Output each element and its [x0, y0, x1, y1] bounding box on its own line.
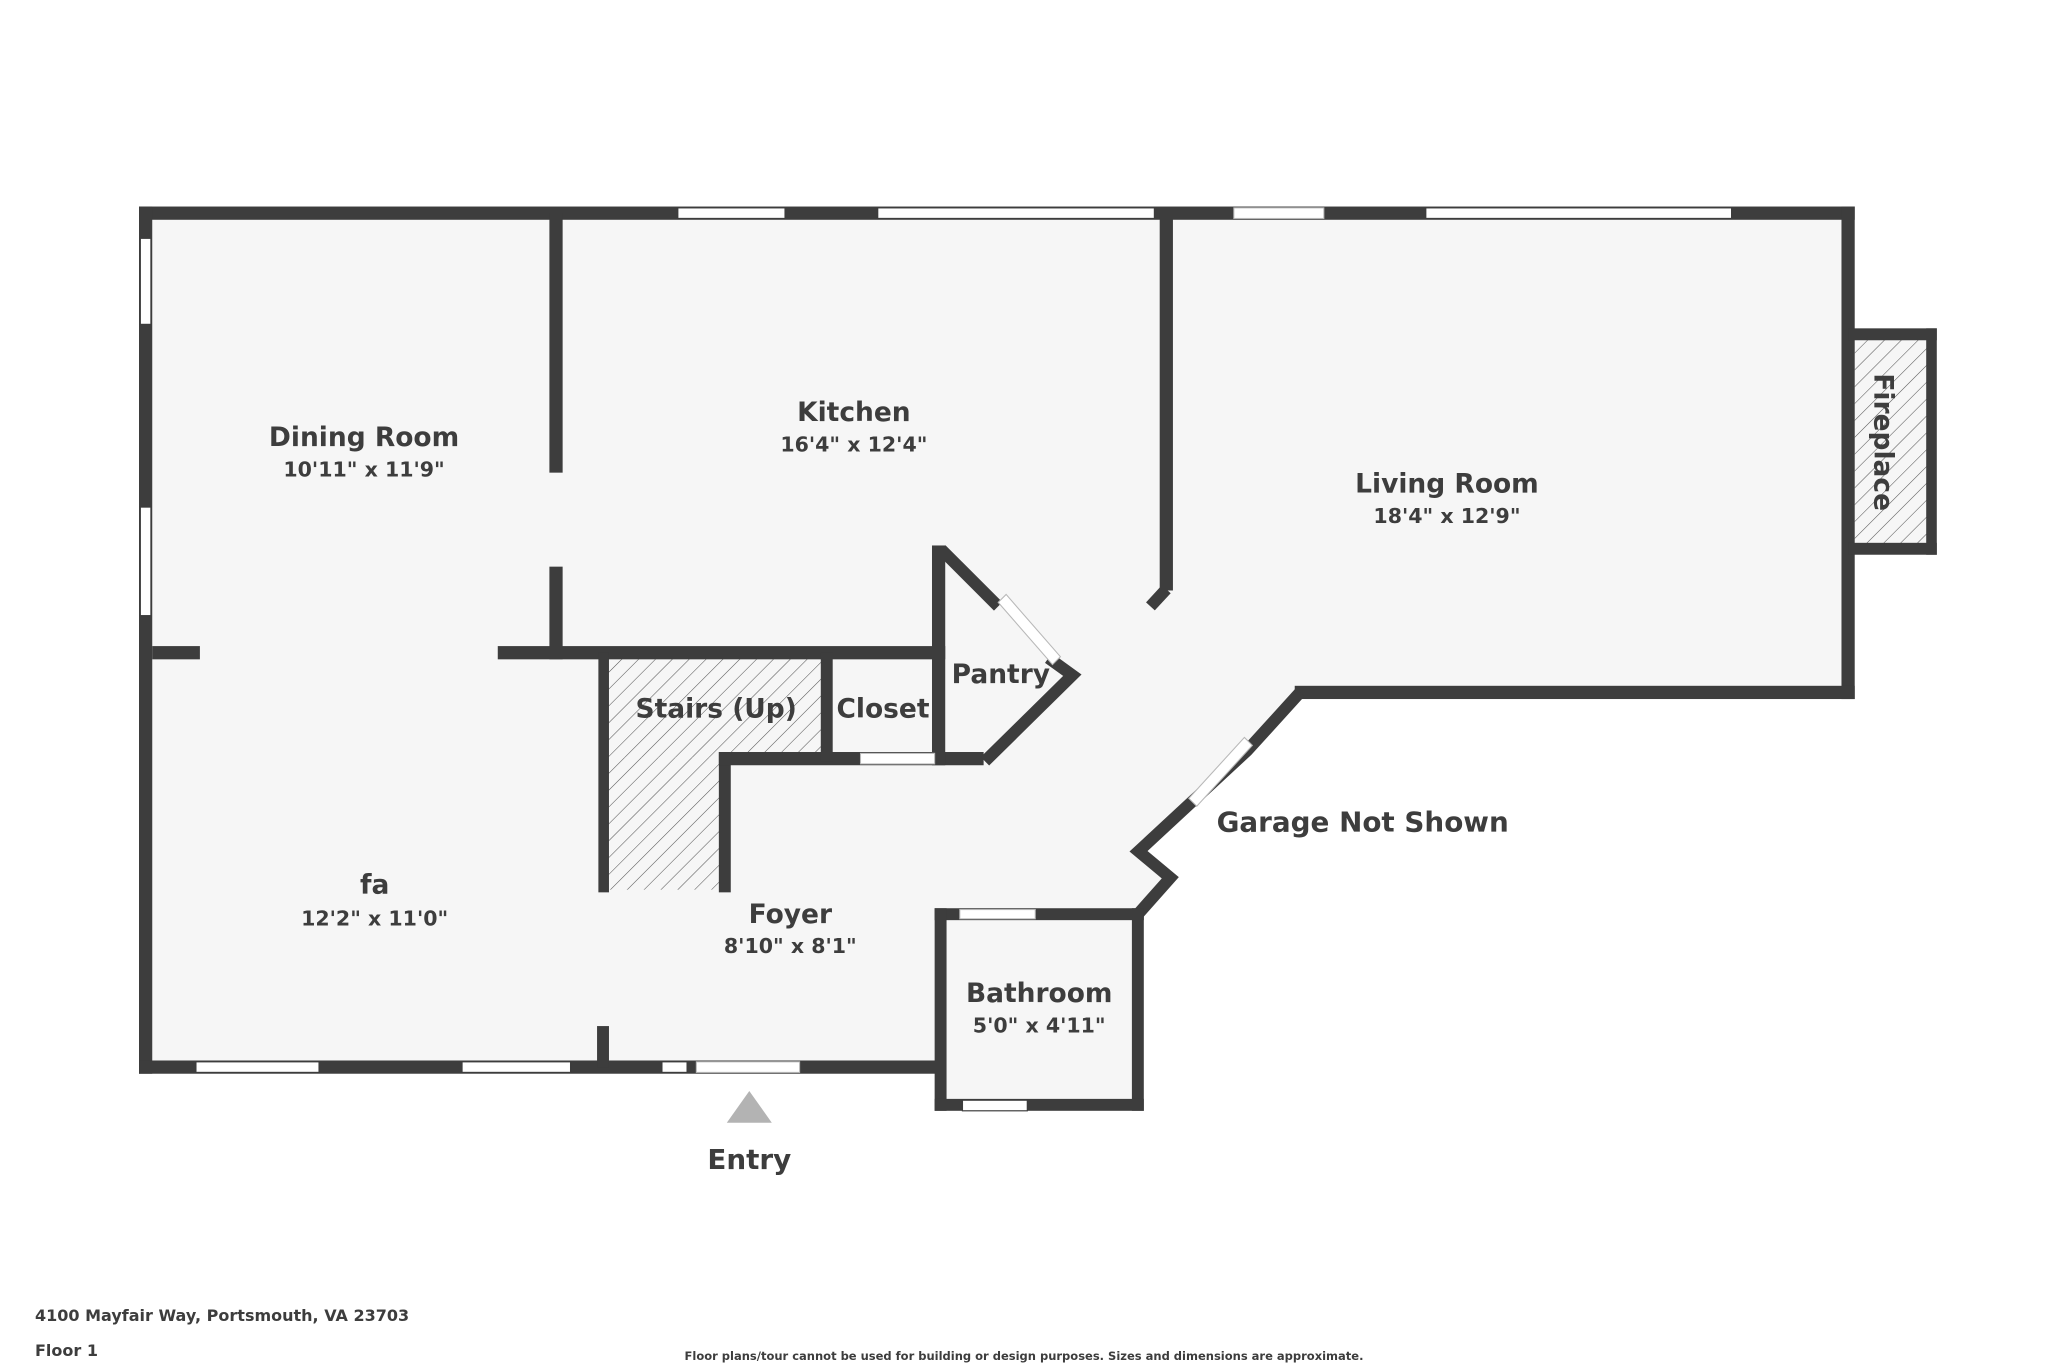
foyer-dims: 8'10" x 8'1" [724, 934, 857, 958]
fireplace-hatch [1854, 338, 1929, 545]
floor-area [145, 213, 1849, 1105]
address-label: 4100 Mayfair Way, Portsmouth, VA 23703 [35, 1306, 410, 1325]
entry-label: Entry [707, 1143, 791, 1176]
kitchen-dims: 16'4" x 12'4" [780, 432, 927, 456]
garage-note: Garage Not Shown [1217, 805, 1509, 838]
closet-label: Closet [836, 694, 929, 725]
living-room-dims: 18'4" x 12'9" [1373, 504, 1520, 528]
pantry-label: Pantry [952, 659, 1050, 690]
fa-room-dims: 12'2" x 11'0" [301, 906, 448, 930]
stairs-hatch [607, 658, 823, 758]
door-openings [695, 207, 1325, 1073]
bathroom-name: Bathroom [966, 978, 1113, 1009]
foyer-name: Foyer [749, 899, 832, 930]
fa-room-name: fa [360, 870, 389, 901]
disclaimer: Floor plans/tour cannot be used for buil… [684, 1349, 1364, 1363]
dining-room-name: Dining Room [269, 422, 459, 453]
exterior-walls [139, 206, 1937, 1111]
living-room-name: Living Room [1355, 469, 1539, 500]
stairs-hatch-lower [607, 757, 725, 890]
dining-room-dims: 10'11" x 11'9" [283, 458, 444, 482]
kitchen-name: Kitchen [797, 397, 911, 428]
fireplace-label: Fireplace [1868, 373, 1899, 511]
bathroom-dims: 5'0" x 4'11" [973, 1014, 1106, 1038]
stairs-label: Stairs (Up) [636, 694, 797, 725]
floor-label: Floor 1 [35, 1341, 98, 1360]
room-labels: Dining Room 10'11" x 11'9" Kitchen 16'4"… [269, 373, 1899, 1176]
entry-arrow-icon [726, 1090, 772, 1123]
windows [139, 207, 1733, 1112]
